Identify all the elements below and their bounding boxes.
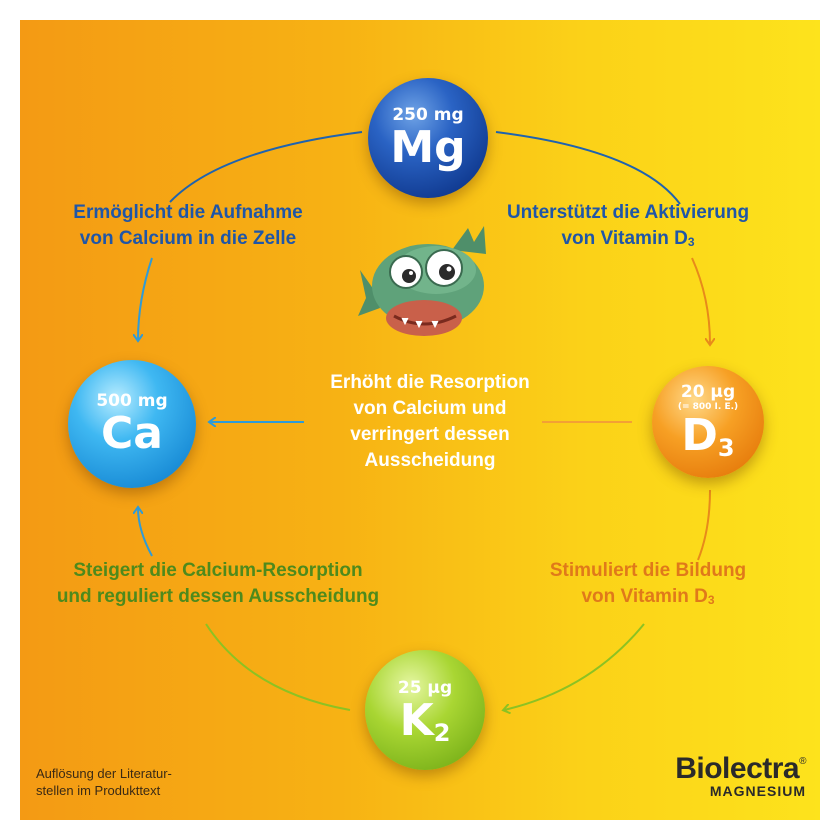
vitamin-d3-note: (= 800 I. E.) xyxy=(677,402,739,412)
node-vitamin-k2: 25 µg K2 xyxy=(365,650,485,770)
calcium-symbol: Ca xyxy=(101,407,163,459)
relation-d3-ca: Erhöht die Resorption von Calcium und ve… xyxy=(330,372,530,471)
arrow-d3-k2 xyxy=(697,489,711,561)
brand-name: Biolectra® xyxy=(675,752,806,785)
relation-mg-ca: Ermöglicht die Aufnahme von Calcium in d… xyxy=(73,202,303,249)
relation-mg-d3: Unterstützt die Aktivierung von Vitamin … xyxy=(506,202,750,249)
node-vitamin-d3: 20 µg (= 800 I. E.) D3 xyxy=(652,366,764,478)
magnesium-symbol: Mg xyxy=(390,121,466,173)
arrow-mg-d3-head xyxy=(691,257,710,344)
infographic: 250 mg Mg 500 mg Ca 20 µg (= 800 I. E.) … xyxy=(20,20,820,820)
brand-logo: Biolectra® MAGNESIUM xyxy=(606,746,806,800)
calcium-dose: 500 mg xyxy=(96,390,168,411)
node-magnesium: 250 mg Mg xyxy=(368,78,488,198)
vitamin-k2-dose: 25 µg xyxy=(397,677,453,698)
node-calcium: 500 mg Ca xyxy=(68,360,196,488)
footnote: Auflösung der Literatur- stellen im Prod… xyxy=(36,766,172,798)
cycle-arrows xyxy=(20,131,820,820)
piranha-fish-mascot-icon xyxy=(358,226,486,336)
arrow-d3-k2-head xyxy=(504,623,645,710)
arrow-mg-ca-head xyxy=(138,257,153,340)
vitamin-d3-symbol: D3 xyxy=(681,410,735,462)
arrow-mg-ca xyxy=(169,131,363,203)
vitamin-d3-dose: 20 µg xyxy=(680,382,736,402)
arrow-mg-d3 xyxy=(495,131,681,205)
brand-subtitle: MAGNESIUM xyxy=(709,783,806,799)
arrow-k2-ca-head xyxy=(138,508,153,557)
vitamin-k2-symbol: K2 xyxy=(399,694,451,747)
magnesium-dose: 250 mg xyxy=(392,104,464,125)
relation-k2-ca: Steigert die Calcium-Resorption und regu… xyxy=(56,560,380,607)
relation-d3-k2: Stimuliert die Bildung von Vitamin D3 xyxy=(549,560,747,607)
arrow-k2-ca xyxy=(205,623,351,711)
